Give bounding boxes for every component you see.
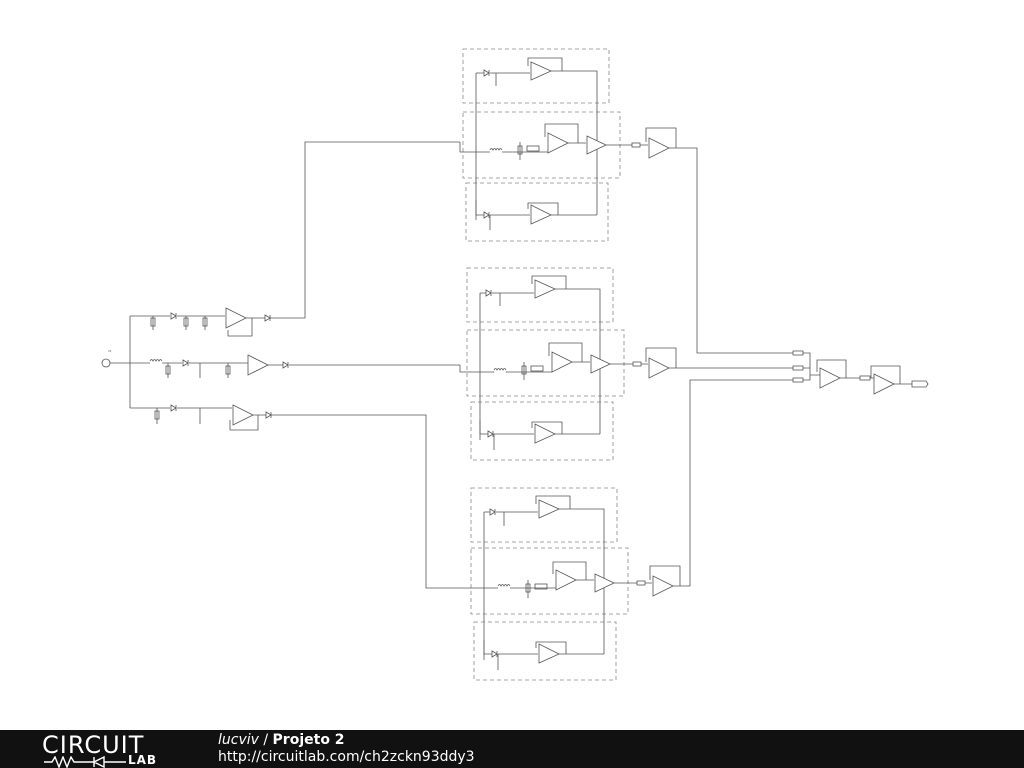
module-box (466, 267, 614, 323)
source-label: V1 (108, 349, 112, 353)
diode-symbol (170, 312, 177, 320)
opamp-oa3 (232, 404, 254, 426)
footer-bar: CIRCUIT LAB lucviv / Projeto 2 http://ci… (0, 730, 1024, 768)
opamp-oa1 (225, 307, 247, 329)
led-symbol (264, 314, 271, 322)
input-stage: V1 (101, 141, 470, 589)
module-box (470, 487, 618, 543)
schematic-diagram: V1 (101, 48, 929, 681)
resistor-symbol (165, 365, 171, 375)
resistor-symbol (150, 317, 156, 327)
project-title: lucviv / Projeto 2 (218, 732, 345, 749)
resistor-symbol (202, 317, 208, 327)
module-box (470, 401, 614, 461)
inductor-symbol (149, 359, 163, 362)
resistor-symbol (225, 365, 231, 375)
voltage-source-symbol (101, 358, 111, 368)
led-symbol (265, 411, 272, 419)
module-box (473, 621, 617, 681)
opamp-oa2 (247, 354, 269, 376)
opamp-oa14 (873, 373, 895, 395)
schematic-canvas[interactable]: V1 (0, 0, 1024, 730)
author-link[interactable]: lucviv (218, 732, 259, 748)
mixer-output (792, 350, 929, 395)
channel-middle (459, 267, 793, 461)
channel-bottom (470, 379, 793, 681)
resistor-symbol (183, 317, 189, 327)
module-box (466, 329, 625, 397)
logo-text-lab: LAB (128, 753, 158, 767)
project-name[interactable]: Projeto 2 (272, 732, 345, 748)
module-box (470, 547, 629, 615)
resistor-symbol (154, 410, 160, 420)
led-symbol (282, 361, 289, 369)
channel-top (459, 48, 793, 354)
logo-waveform-icon (44, 756, 126, 768)
circuitlab-logo[interactable]: CIRCUIT LAB (42, 732, 182, 768)
logo-text-circuit: CIRCUIT (42, 731, 145, 759)
module-box (462, 48, 610, 104)
module-box (465, 182, 609, 242)
title-separator: / (258, 732, 273, 748)
opamp-oa13 (819, 367, 841, 389)
diode-symbol (182, 359, 189, 367)
project-url[interactable]: http://circuitlab.com/ch2zckn93ddy3 (218, 749, 475, 765)
diode-symbol (170, 404, 177, 412)
output-terminal (911, 380, 929, 388)
